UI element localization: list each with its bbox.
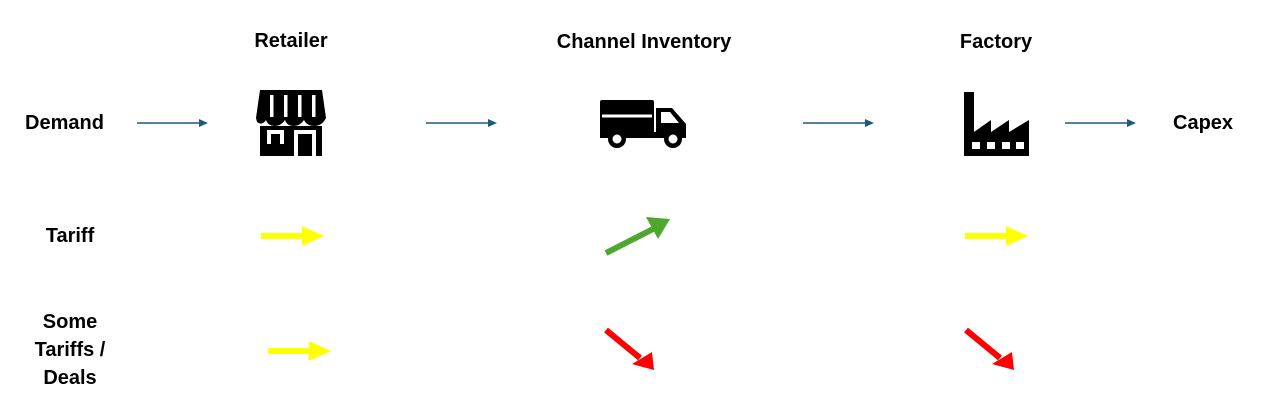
flow-arrow-retailer-channel xyxy=(426,119,497,127)
factory-icon xyxy=(964,92,1029,156)
channel-inventory-header: Channel Inventory xyxy=(556,31,732,53)
capex-label: Capex xyxy=(1173,112,1234,134)
storefront-icon xyxy=(256,90,326,156)
flow-arrow-channel-factory xyxy=(803,119,874,127)
some-tariffs-deals-line-2: Tariffs / xyxy=(34,339,106,361)
tariff-factory-flat-arrow xyxy=(965,226,1028,246)
retailer-header: Retailer xyxy=(254,30,328,52)
flow-arrow-factory-capex xyxy=(1065,119,1136,127)
tariff-retailer-flat-arrow xyxy=(261,226,324,246)
factory-header: Factory xyxy=(959,31,1033,53)
tariff-channel-up-arrow xyxy=(604,217,670,256)
some-tariffs-deals-line-1: Some xyxy=(42,311,98,333)
truck-icon xyxy=(600,100,686,148)
flow-arrow-demand-retailer xyxy=(137,119,208,127)
some-tariffs-deals-label: Some Tariffs / Deals xyxy=(15,308,125,392)
deals-channel-down-arrow xyxy=(604,327,654,370)
deals-factory-down-arrow xyxy=(964,327,1014,370)
demand-label: Demand xyxy=(25,112,104,134)
tariff-label: Tariff xyxy=(45,225,95,247)
some-tariffs-deals-line-3: Deals xyxy=(43,367,97,389)
deals-retailer-flat-arrow xyxy=(268,341,331,361)
